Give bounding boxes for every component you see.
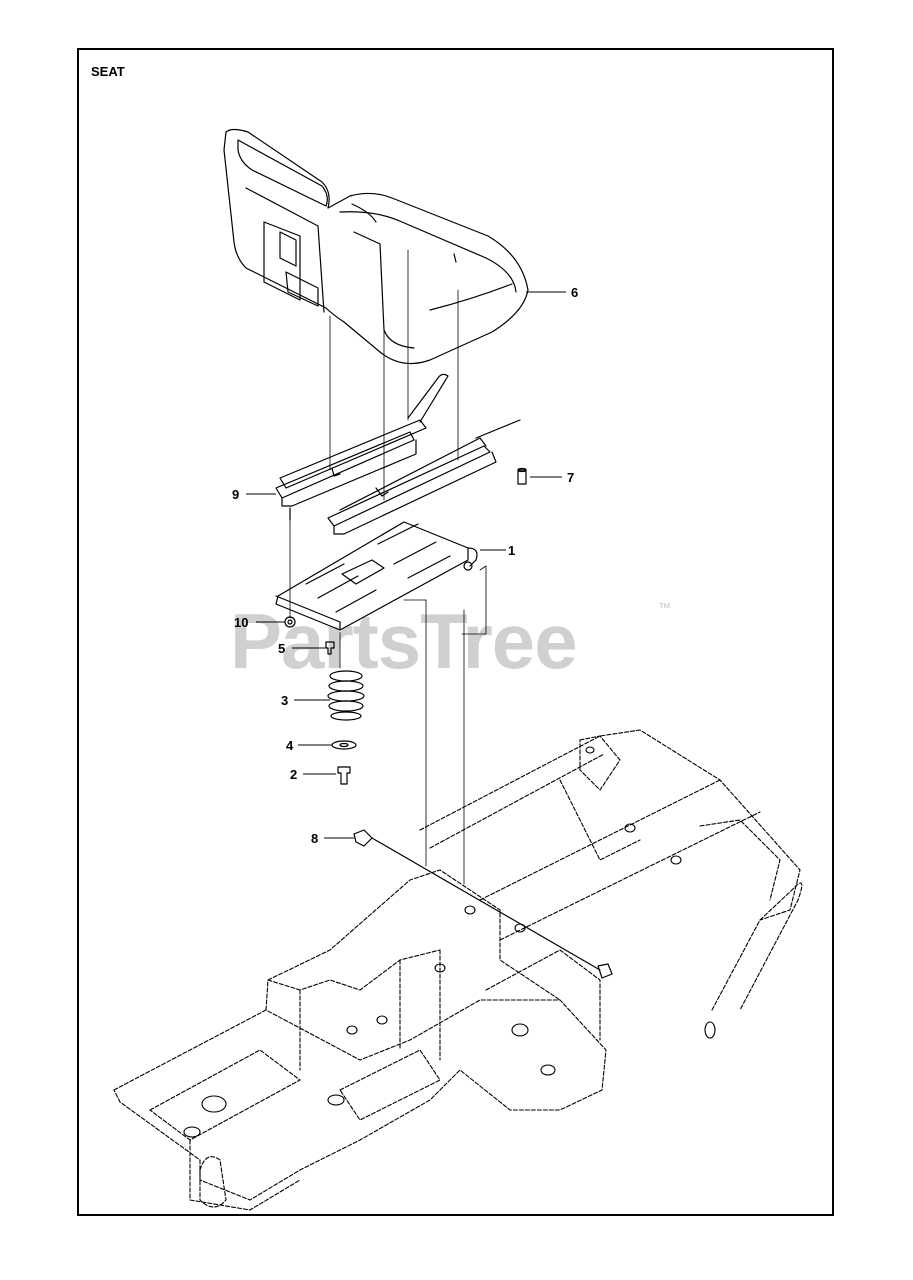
callout-5: 5 (278, 641, 285, 656)
slide-rail-part[interactable] (275, 253, 521, 535)
callout-labels: 1 2 3 4 5 6 7 8 9 10 (232, 285, 578, 846)
callout-9: 9 (232, 487, 239, 502)
callout-3: 3 (281, 693, 288, 708)
seat-plate-part[interactable] (275, 521, 478, 631)
assembly-lines (289, 249, 487, 885)
bolt-part-2[interactable] (337, 766, 351, 785)
callout-1: 1 (508, 543, 515, 558)
diagram-title: SEAT (91, 64, 125, 79)
bolt-part-5[interactable] (325, 641, 335, 655)
spring-part[interactable] (327, 670, 365, 721)
callout-4: 4 (286, 738, 294, 753)
callout-leaders (246, 291, 566, 839)
callout-7: 7 (567, 470, 574, 485)
callout-8: 8 (311, 831, 318, 846)
pivot-bolt-part-8[interactable] (353, 829, 613, 979)
callout-10: 10 (234, 615, 248, 630)
trademark-symbol: ™ (658, 600, 671, 615)
seat-part[interactable] (223, 128, 529, 365)
frame-holes (183, 746, 716, 1138)
nut-part-10[interactable] (284, 616, 296, 628)
callout-2: 2 (290, 767, 297, 782)
knob-part-7[interactable] (517, 467, 527, 485)
callout-6: 6 (571, 285, 578, 300)
washer-part[interactable] (331, 740, 357, 750)
tractor-frame (113, 729, 803, 1211)
watermark: PartsTree (230, 597, 578, 685)
diagram-frame (77, 48, 834, 1216)
